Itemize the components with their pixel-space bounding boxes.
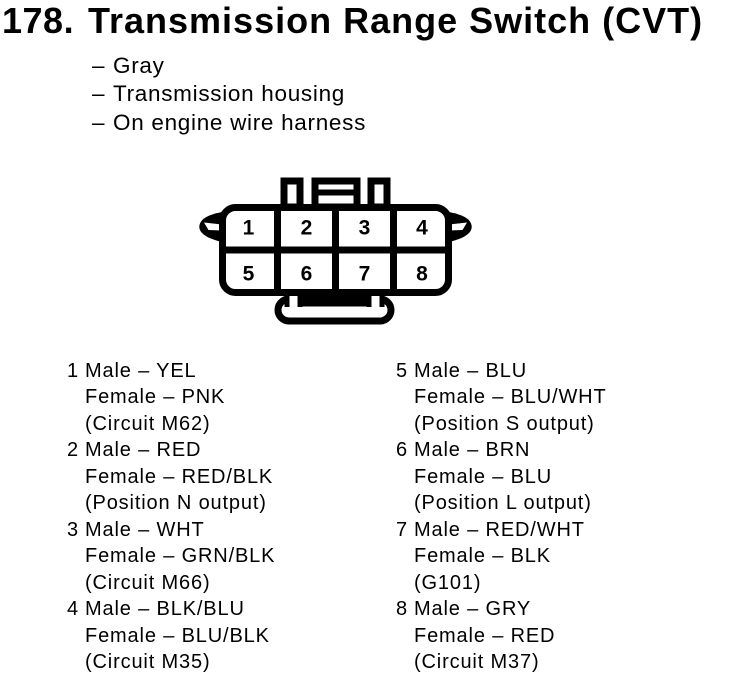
pin-number: 1 (67, 359, 79, 382)
attribute-row: – Gray (92, 52, 366, 80)
cavity-number-7: 7 (359, 263, 371, 286)
pin-female-wire: Female – BLU/WHT (414, 386, 607, 408)
pin-detail: Male – GRY Female – RED (Circuit M37) (414, 596, 555, 676)
top-tab-left (280, 177, 304, 211)
cavity-number-8: 8 (416, 263, 428, 286)
pin-number: 2 (67, 439, 79, 461)
pin-entry-8: 8 Male – GRY Female – RED (Circuit M37) (396, 596, 607, 676)
pin-male-wire: Male – WHT (85, 518, 205, 541)
pin-female-wire: Female – BLU (414, 465, 553, 488)
top-tab-right (367, 177, 391, 211)
dash-bullet: – (92, 53, 106, 78)
dash-bullet: – (92, 109, 106, 135)
pin-circuit-note: (Position S output) (414, 412, 595, 435)
keying-tab-center (311, 177, 361, 211)
pin-male-wire: Male – BLU (414, 359, 527, 382)
pin-detail: Male – YEL Female – PNK (Circuit M62) (85, 358, 225, 438)
pin-number: 3 (67, 518, 79, 541)
wing-left (199, 212, 222, 242)
pin-detail: Male – BLK/BLU Female – BLU/BLK (Circuit… (85, 596, 270, 676)
pin-number: 4 (67, 598, 79, 620)
pin-female-wire: Female – RED/BLK (85, 465, 274, 488)
pin-detail: Male – RED Female – RED/BLK (Position N … (85, 437, 273, 517)
pin-entry-6: 6 Male – BRN Female – BLU (Position L ou… (396, 437, 607, 517)
attribute-text: Transmission housing (113, 81, 346, 107)
pin-male-wire: Male – RED (85, 439, 202, 461)
attribute-text: Gray (113, 53, 165, 78)
connector-diagram: 1 2 3 4 5 6 7 8 (190, 168, 480, 333)
pin-detail: Male – WHT Female – GRN/BLK (Circuit M66… (85, 517, 275, 597)
dash-bullet: – (92, 81, 106, 107)
pin-female-wire: Female – BLU/BLK (85, 624, 270, 647)
pin-entry-4: 4 Male – BLK/BLU Female – BLU/BLK (Circu… (67, 596, 275, 676)
pin-entry-2: 2 Male – RED Female – RED/BLK (Position … (67, 437, 275, 517)
cavity-grid (221, 206, 450, 294)
pin-number: 7 (396, 518, 408, 541)
pin-female-wire: Female – RED (414, 624, 556, 647)
pin-male-wire: Male – GRY (414, 598, 532, 620)
pin-list-right: 5 Male – BLU Female – BLU/WHT (Position … (396, 358, 607, 676)
pin-circuit-note: (Circuit M62) (85, 412, 211, 435)
wing-right (449, 212, 472, 242)
pin-circuit-note: (Circuit M66) (85, 571, 211, 594)
pin-circuit-note: (Position N output) (85, 492, 267, 514)
page-title: Transmission Range Switch (CVT) (88, 0, 704, 41)
attribute-row: – Transmission housing (92, 80, 366, 108)
pin-male-wire: Male – RED/WHT (414, 518, 585, 541)
attribute-row: – On engine wire harness (92, 109, 366, 137)
pin-number: 6 (396, 439, 408, 461)
pin-circuit-note: (Circuit M37) (414, 651, 540, 673)
cavity-number-2: 2 (301, 217, 313, 240)
pin-male-wire: Male – BLK/BLU (85, 598, 245, 620)
cavity-number-3: 3 (359, 217, 371, 240)
cavity-number-5: 5 (243, 263, 255, 286)
latch (274, 294, 395, 325)
pin-female-wire: Female – GRN/BLK (85, 545, 276, 567)
pin-detail: Male – BLU Female – BLU/WHT (Position S … (414, 358, 607, 438)
pin-circuit-note: (G101) (414, 571, 482, 594)
cavity-number-6: 6 (301, 263, 313, 286)
attribute-text: On engine wire harness (113, 109, 367, 135)
pin-female-wire: Female – BLK (414, 545, 551, 567)
pin-entry-1: 1 Male – YEL Female – PNK (Circuit M62) (67, 358, 275, 438)
pin-male-wire: Male – BRN (414, 439, 531, 461)
pin-detail: Male – RED/WHT Female – BLK (G101) (414, 517, 585, 597)
pin-female-wire: Female – PNK (85, 386, 226, 408)
pin-number: 8 (396, 598, 408, 620)
attribute-list: – Gray – Transmission housing – On engin… (92, 52, 366, 137)
pin-circuit-note: (Position L output) (414, 492, 592, 514)
pin-entry-7: 7 Male – RED/WHT Female – BLK (G101) (396, 517, 607, 597)
pin-circuit-note: (Circuit M35) (85, 651, 211, 673)
pin-entry-5: 5 Male – BLU Female – BLU/WHT (Position … (396, 358, 607, 438)
pin-male-wire: Male – YEL (85, 359, 197, 382)
cavity-number-4: 4 (416, 217, 428, 240)
cavity-number-1: 1 (243, 217, 255, 240)
pin-detail: Male – BRN Female – BLU (Position L outp… (414, 437, 592, 517)
pin-entry-3: 3 Male – WHT Female – GRN/BLK (Circuit M… (67, 517, 275, 597)
section-number: 178. (2, 0, 75, 41)
pin-number: 5 (396, 359, 408, 382)
pin-list-left: 1 Male – YEL Female – PNK (Circuit M62) … (67, 358, 275, 676)
